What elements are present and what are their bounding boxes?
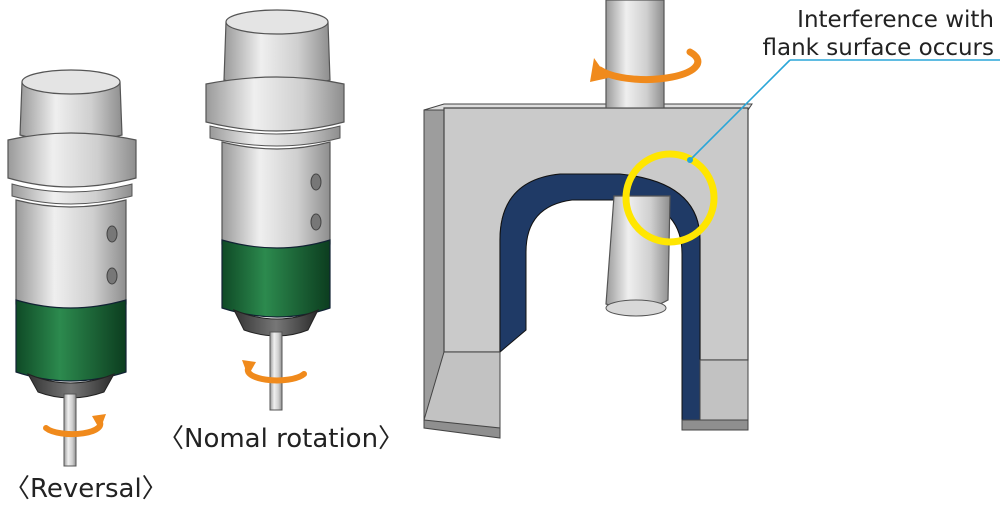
spindle [605,0,665,109]
holder-flange [205,76,345,132]
tool-holder-reversal [7,69,137,467]
callout-line [689,59,791,161]
callout-line-2: flank surface occurs [762,35,994,61]
end-mill [63,393,77,467]
rotation-arrow-icon [43,414,106,438]
collet-nut-green [15,299,127,382]
holder-body [15,199,127,312]
highlight-ring-icon [622,150,718,246]
holder-flange [7,132,137,188]
collet-nut-green [221,239,331,318]
callout-interference: Interference with flank surface occurs [763,6,994,62]
callout-line-1: Interference with [797,7,994,33]
workpiece-front-face [443,107,749,361]
label-normal-rotation: 〈Nomal rotation〉 [158,424,405,454]
end-mill [269,331,283,411]
rotation-arrow-icon [590,48,702,83]
holder-body [221,141,331,252]
cutting-tool [605,195,671,310]
label-reversal: 〈Reversal〉 [4,474,168,504]
tool-holder-normal [205,9,345,411]
rotation-arrow-icon [242,360,307,384]
workpiece [423,0,1000,439]
